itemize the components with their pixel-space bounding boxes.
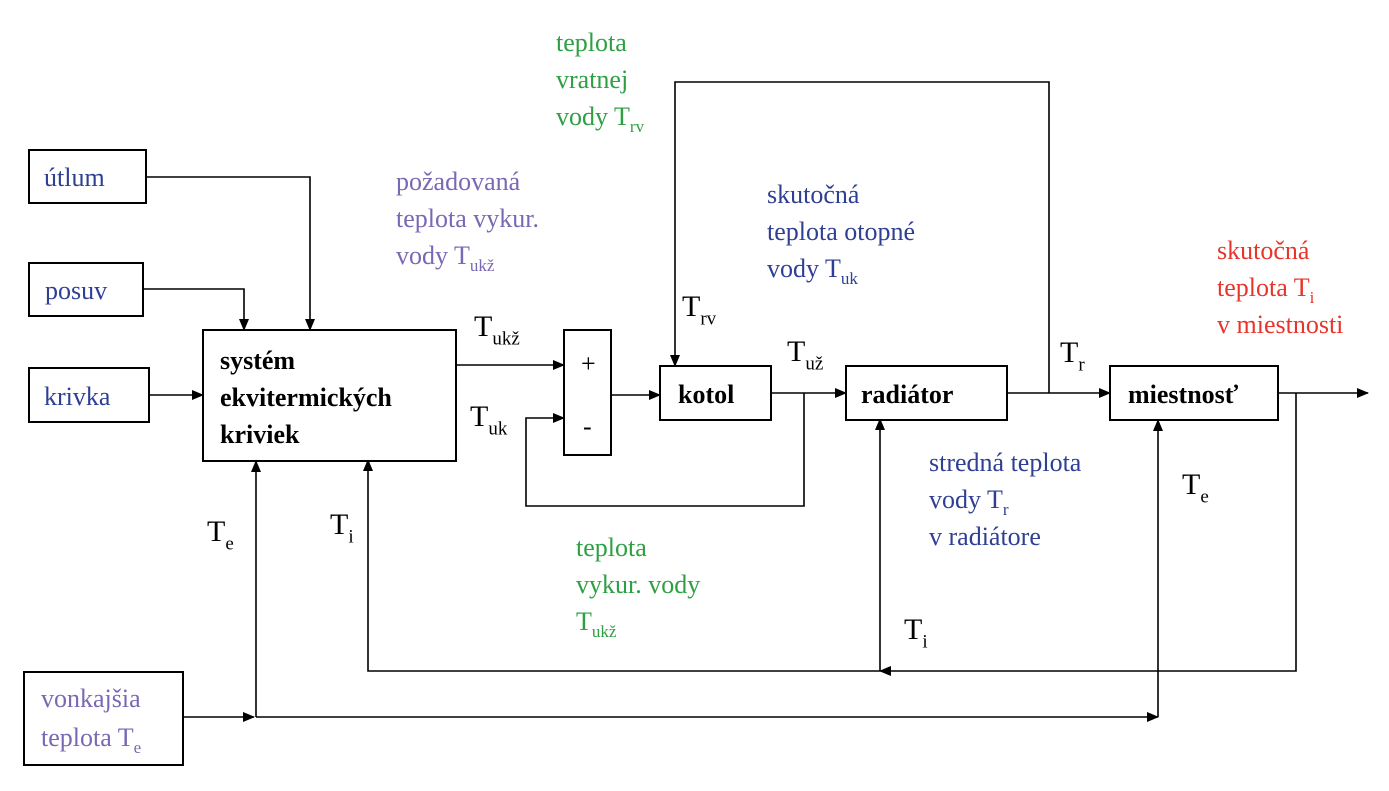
annotation-miestnost-line3: v miestnosti (1217, 310, 1344, 339)
annotation-vratnej-line2: vratnej (556, 65, 629, 94)
annotation-otopne-line2: teplota otopné (767, 217, 916, 246)
block-system-line2: ekvitermických (220, 383, 392, 412)
signal-tuz: Tuž (787, 335, 824, 375)
block-krivka: krivka (28, 367, 150, 423)
connector-posuv (143, 288, 249, 331)
block-krivka-label: krivka (44, 382, 111, 411)
annotation-skutocna-teplota-miestnosti: skutočná teplota Ti v miestnosti (1217, 232, 1343, 343)
block-vonkajsia-line2: teplota Te (41, 723, 142, 757)
annotation-miestnost-line1: skutočná (1217, 236, 1310, 265)
signal-ti-left: Ti (330, 508, 354, 548)
block-vonkajsia-line1: vonkajšia (41, 684, 141, 713)
annotation-teplota-vratnej-vody: teplota vratnej vody Trv (556, 24, 644, 135)
block-radiator: radiátor (845, 365, 1008, 421)
annotation-pozadovana-teplota: požadovaná teplota vykur. vody Tukž (396, 163, 539, 274)
signal-ti-bottom: Ti (904, 613, 928, 653)
block-vonkajsia-teplota: vonkajšia teplota Te (23, 671, 184, 766)
signal-te-left: Te (207, 515, 234, 555)
annotation-teplota-vykur-vody: teplota vykur. vody Tukž (576, 529, 700, 640)
block-utlum: útlum (28, 149, 147, 204)
annotation-stredna-line3: v radiátore (929, 522, 1041, 551)
annotation-vratnej-line3: vody Trv (556, 102, 645, 136)
block-system-line1: systém (220, 346, 296, 375)
signal-tr: Tr (1060, 336, 1085, 376)
block-miestnost: miestnosť (1109, 365, 1279, 421)
signal-te-right: Te (1182, 468, 1209, 508)
block-posuv-label: posuv (45, 276, 108, 305)
annotation-stredna-line1: stredná teplota (929, 448, 1082, 477)
annotation-pozadovana-line1: požadovaná (396, 167, 521, 196)
annotation-pozadovana-line2: teplota vykur. (396, 204, 539, 233)
annotation-stredna-teplota: stredná teplota vody Tr v radiátore (929, 444, 1081, 555)
block-system-line3: kriviek (220, 420, 300, 449)
annotation-skutocna-teplota-otopne: skutočná teplota otopné vody Tuk (767, 176, 915, 287)
connector-trv-loop (670, 81, 1050, 393)
summing-junction: + - (563, 329, 612, 456)
plus-sign: + (581, 349, 596, 378)
annotation-vratnej-line1: teplota (556, 28, 627, 57)
annotation-pozadovana-line3: vody Tukž (396, 241, 495, 275)
signal-tukz: Tukž (474, 310, 520, 350)
block-kotol-label: kotol (678, 380, 735, 409)
connector-tuk-feedback (525, 393, 805, 507)
signal-trv: Trv (682, 290, 717, 330)
signal-tuk: Tuk (470, 400, 508, 440)
block-utlum-label: útlum (44, 163, 105, 192)
minus-sign: - (583, 412, 592, 441)
block-posuv: posuv (28, 262, 144, 317)
connector-utlum (146, 176, 315, 331)
annotation-vykur-line1: teplota (576, 533, 647, 562)
annotation-vykur-line3: Tukž (576, 607, 617, 641)
block-kotol: kotol (659, 365, 772, 421)
annotation-otopne-line1: skutočná (767, 180, 860, 209)
annotation-otopne-line3: vody Tuk (767, 254, 858, 288)
annotation-vykur-line2: vykur. vody (576, 570, 701, 599)
annotation-miestnost-line2: teplota Ti (1217, 273, 1315, 307)
block-miestnost-label: miestnosť (1128, 380, 1239, 409)
annotation-stredna-line2: vody Tr (929, 485, 1009, 519)
connector-ti-to-system (363, 459, 880, 672)
block-system-ekvitermickych-kriviek: systém ekvitermických kriviek (202, 329, 457, 462)
connector-ti-feedback (879, 393, 1297, 676)
block-radiator-label: radiátor (861, 380, 954, 409)
